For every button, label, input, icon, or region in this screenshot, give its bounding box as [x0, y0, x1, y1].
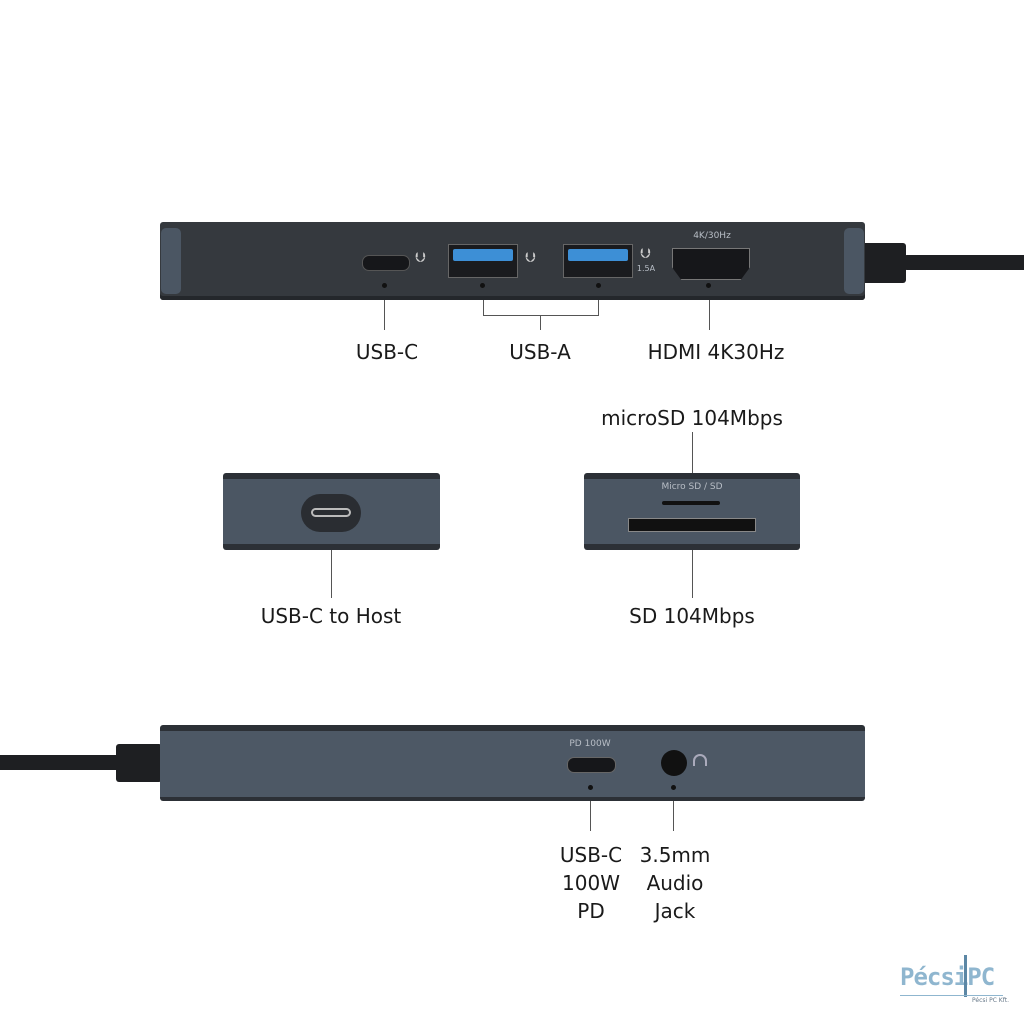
hub-card-end: Micro SD / SD [584, 473, 800, 550]
microsd-slot [662, 501, 720, 505]
hub-top-view: ⮋ ⮋ ⮋ 1.5A 4K/30Hz USB-C USB-A HDMI 4K30… [0, 0, 1024, 400]
sd-slot [628, 518, 756, 532]
headphone-icon [693, 754, 707, 766]
logo-subtitle: Pécsi PC Kft. [972, 997, 1010, 1004]
cable-left [0, 755, 125, 770]
hdmi-mark-label: 4K/30Hz [693, 231, 731, 241]
card-slot-label: Micro SD / SD [661, 482, 723, 492]
callout-audio-jack: 3.5mm Audio Jack [639, 843, 711, 923]
logo: PécsiPC Pécsi PC Kft. [900, 955, 1020, 1015]
hdmi-port [672, 248, 750, 280]
pd-port-label: PD 100W [569, 739, 611, 749]
usb-c-port [362, 255, 410, 271]
usb-a-port-1 [448, 244, 518, 278]
usb-a-port-2 [563, 244, 633, 278]
callout-usb-c: USB-C [355, 340, 419, 364]
tower-icon [964, 955, 967, 997]
callout-sd: SD 104Mbps [629, 604, 755, 628]
hub-host-end [223, 473, 440, 550]
end-cap-left [161, 228, 181, 294]
usb-a-power-label: 1.5A [636, 264, 656, 273]
usb-icon: ⮋ [525, 250, 536, 266]
callout-usb-a: USB-A [509, 340, 571, 364]
cable-right [900, 255, 1024, 270]
callout-usb-c-host: USB-C to Host [260, 604, 402, 628]
cable-strain-relief [862, 243, 906, 283]
usb-icon: ⮋ [640, 246, 651, 262]
cable-strain-relief-left [116, 744, 162, 782]
usb-icon: ⮋ [415, 250, 426, 266]
audio-jack [661, 750, 687, 776]
usb-c-host-port [301, 494, 361, 532]
hub-bottom-view: PD 100W [160, 725, 865, 801]
callout-microsd: microSD 104Mbps [601, 406, 783, 430]
logo-underline [900, 995, 1003, 996]
end-cap-right [844, 228, 864, 294]
callout-usb-c-pd: USB-C 100W PD [559, 843, 623, 923]
callout-hdmi: HDMI 4K30Hz [647, 340, 785, 364]
logo-text: PécsiPC [900, 963, 995, 991]
usb-c-pd-port [567, 757, 616, 773]
